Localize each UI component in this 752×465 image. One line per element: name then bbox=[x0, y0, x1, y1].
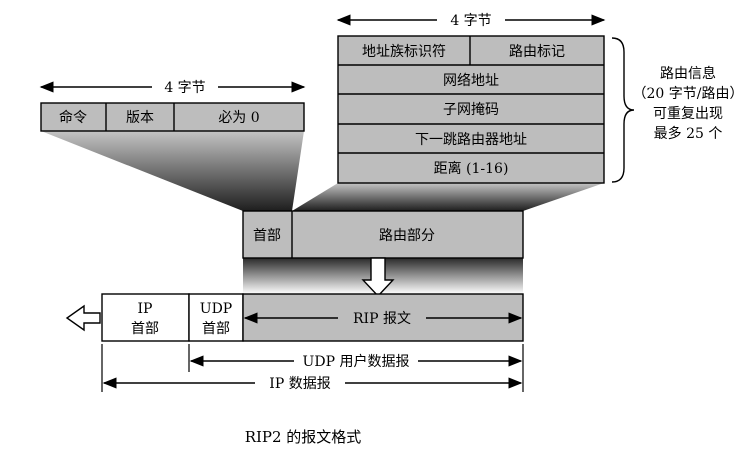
down-arrow-icon bbox=[361, 257, 395, 298]
routing-part-label: 路由部分 bbox=[379, 228, 435, 244]
field-must-be-zero: 必为 0 bbox=[218, 110, 259, 126]
ip-header-line2: 首部 bbox=[131, 321, 159, 337]
route-entry-box bbox=[337, 35, 605, 184]
udp-datagram-label: UDP 用户数据报 bbox=[303, 353, 410, 370]
field-address-family: 地址族标识符 bbox=[362, 44, 446, 60]
field-route-tag: 路由标记 bbox=[509, 44, 565, 60]
route-info-note-2: （20 字节/路由） bbox=[633, 86, 744, 102]
rip-header-box bbox=[40, 102, 305, 132]
field-version: 版本 bbox=[126, 110, 154, 126]
route-info-note-4: 最多 25 个 bbox=[654, 125, 723, 142]
header-width-label: 4 字节 bbox=[164, 80, 205, 96]
route-info-note-1: 路由信息 bbox=[660, 65, 716, 82]
left-arrow-icon bbox=[65, 304, 101, 332]
route-width-label: 4 字节 bbox=[450, 13, 491, 29]
field-next-hop: 下一跳路由器地址 bbox=[415, 132, 527, 148]
ip-header-line1: IP bbox=[138, 301, 153, 317]
route-info-brace bbox=[611, 37, 635, 183]
field-subnet-mask: 子网掩码 bbox=[443, 102, 499, 118]
field-command: 命令 bbox=[59, 109, 87, 126]
udp-header-line1: UDP bbox=[200, 301, 232, 317]
rip-message-box bbox=[242, 210, 524, 259]
route-info-note-3: 可重复出现 bbox=[653, 105, 723, 122]
rip-packet-label: RIP 报文 bbox=[353, 311, 411, 327]
message-header-label: 首部 bbox=[253, 228, 281, 244]
figure-caption: RIP2 的报文格式 bbox=[245, 428, 362, 446]
field-metric: 距离 (1-16) bbox=[434, 160, 509, 177]
field-network-address: 网络地址 bbox=[443, 73, 499, 89]
header-projection-shade bbox=[41, 131, 304, 211]
udp-header-line2: 首部 bbox=[202, 321, 230, 337]
udp-header-box bbox=[188, 293, 244, 342]
route-projection-shade bbox=[292, 183, 604, 211]
ip-datagram-label: IP 数据报 bbox=[269, 376, 330, 392]
